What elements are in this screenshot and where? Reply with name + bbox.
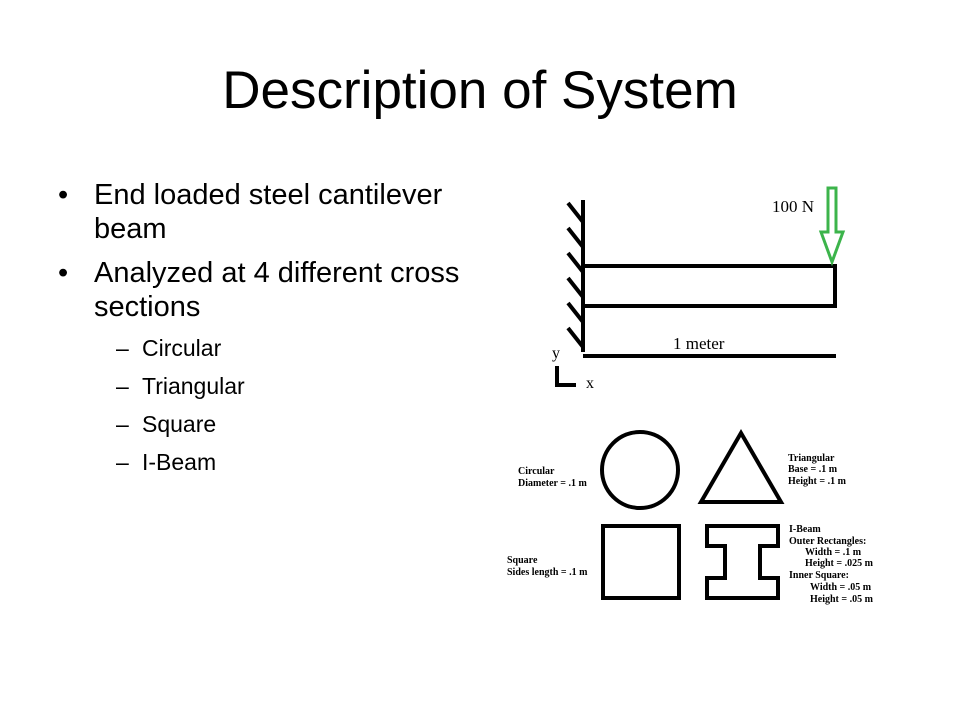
square-label: Square Sides length = .1 m bbox=[507, 555, 588, 578]
load-label: 100 N bbox=[772, 197, 814, 216]
ibeam-section bbox=[705, 524, 780, 600]
section-label-line: Square bbox=[507, 555, 538, 566]
section-label-line: Inner Square: bbox=[789, 570, 849, 581]
section-label-line: Width = .05 m bbox=[810, 582, 872, 593]
ibeam-label: I-Beam Outer Rectangles: Width = .1 m He… bbox=[789, 524, 874, 605]
slide-title: Description of System bbox=[222, 61, 738, 120]
sub-item: – Square bbox=[58, 410, 468, 438]
wall-hatch bbox=[566, 226, 585, 249]
wall-hatch bbox=[566, 251, 585, 274]
triangle-section bbox=[697, 429, 785, 504]
wall-hatch bbox=[566, 326, 585, 349]
sub-item-text: Square bbox=[142, 411, 217, 437]
axis-icon bbox=[555, 366, 576, 387]
bullet-list: • End loaded steel cantilever beam • Ana… bbox=[58, 178, 468, 486]
section-label-line: Height = .05 m bbox=[810, 594, 874, 605]
bullet-item: • Analyzed at 4 different cross sections bbox=[58, 256, 468, 324]
sub-item-text: Triangular bbox=[142, 373, 245, 399]
section-label-line: Triangular bbox=[788, 453, 835, 464]
axis-x-label: x bbox=[586, 375, 594, 392]
section-label-line: Sides length = .1 m bbox=[507, 567, 588, 578]
circle-section bbox=[600, 430, 680, 510]
wall-hatch bbox=[566, 301, 585, 324]
section-label-line: Height = .1 m bbox=[788, 476, 847, 487]
section-label-line: Outer Rectangles: bbox=[789, 536, 866, 547]
wall-hatch bbox=[566, 276, 585, 299]
sub-item: – Circular bbox=[58, 334, 468, 362]
sub-dash: – bbox=[116, 373, 129, 399]
section-label-line: Diameter = .1 m bbox=[518, 478, 587, 489]
bullet-text: Analyzed at 4 different cross sections bbox=[94, 257, 460, 323]
sub-item: – Triangular bbox=[58, 372, 468, 400]
sub-item: – I-Beam bbox=[58, 448, 468, 476]
load-arrow-icon bbox=[818, 186, 846, 267]
sub-dash: – bbox=[116, 449, 129, 475]
length-label: 1 meter bbox=[673, 334, 725, 353]
bullet-dot: • bbox=[58, 179, 69, 211]
bullet-text: End loaded steel cantilever beam bbox=[94, 179, 443, 245]
square-section bbox=[601, 524, 681, 600]
sub-item-text: I-Beam bbox=[142, 449, 217, 475]
sub-item-text: Circular bbox=[142, 335, 222, 361]
triangular-label: Triangular Base = .1 m Height = .1 m bbox=[788, 453, 847, 487]
axis-y-label: y bbox=[552, 345, 560, 362]
bullet-dot: • bbox=[58, 257, 69, 289]
section-label-line: Width = .1 m bbox=[805, 547, 862, 558]
fixed-wall bbox=[566, 200, 585, 352]
beam bbox=[581, 264, 837, 308]
wall-hatch bbox=[566, 201, 585, 224]
sub-dash: – bbox=[116, 411, 129, 437]
section-label-line: I-Beam bbox=[789, 524, 821, 535]
section-label-line: Height = .025 m bbox=[805, 558, 874, 569]
section-label-line: Base = .1 m bbox=[788, 464, 838, 475]
circular-label: Circular Diameter = .1 m bbox=[518, 466, 587, 489]
sub-dash: – bbox=[116, 335, 129, 361]
section-label-line: Circular bbox=[518, 466, 555, 477]
bullet-item: • End loaded steel cantilever beam bbox=[58, 178, 468, 246]
